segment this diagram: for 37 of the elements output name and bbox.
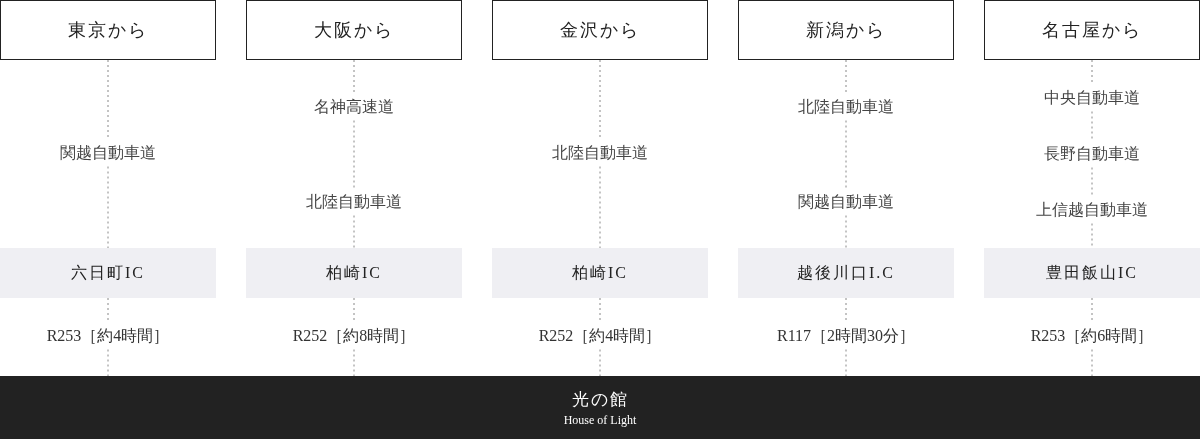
interchange-box: 越後川口I.C [738, 248, 954, 298]
dotted-connector [107, 297, 109, 323]
route-label: R252［約8時間］ [292, 325, 416, 347]
road-name: 上信越自動車道 [1036, 199, 1148, 221]
dotted-connector [599, 297, 601, 323]
road-name: 北陸自動車道 [552, 142, 648, 164]
destination-bar [0, 376, 1200, 439]
dotted-connector [845, 59, 847, 94]
road-name: 中央自動車道 [1044, 87, 1140, 109]
destination-name: 光の館 [571, 388, 629, 411]
origin-box: 金沢から [492, 0, 708, 60]
dotted-connector [845, 297, 847, 323]
road-name: 関越自動車道 [60, 142, 156, 164]
interchange-box: 六日町IC [0, 248, 216, 298]
interchange-box: 柏崎IC [492, 248, 708, 298]
dotted-connector [353, 297, 355, 323]
interchange-box: 柏崎IC [246, 248, 462, 298]
destination-subtitle: House of Light [563, 412, 637, 428]
origin-box: 大阪から [246, 0, 462, 60]
dotted-connector [107, 59, 109, 140]
route-label: R252［約4時間］ [538, 325, 662, 347]
road-name: 関越自動車道 [798, 191, 894, 213]
route-label: R253［約4時間］ [46, 325, 170, 347]
road-name: 長野自動車道 [1044, 143, 1140, 165]
dotted-connector [353, 59, 355, 94]
road-name: 北陸自動車道 [798, 96, 894, 118]
route-label: R253［約6時間］ [1030, 325, 1154, 347]
origin-box: 東京から [0, 0, 216, 60]
origin-box: 新潟から [738, 0, 954, 60]
route-label: R117［2時間30分］ [776, 325, 916, 347]
dotted-connector [1091, 59, 1093, 85]
dotted-connector [599, 59, 601, 140]
origin-box: 名古屋から [984, 0, 1200, 60]
road-name: 北陸自動車道 [306, 191, 402, 213]
dotted-connector [1091, 297, 1093, 323]
road-name: 名神高速道 [314, 96, 394, 118]
interchange-box: 豊田飯山IC [984, 248, 1200, 298]
